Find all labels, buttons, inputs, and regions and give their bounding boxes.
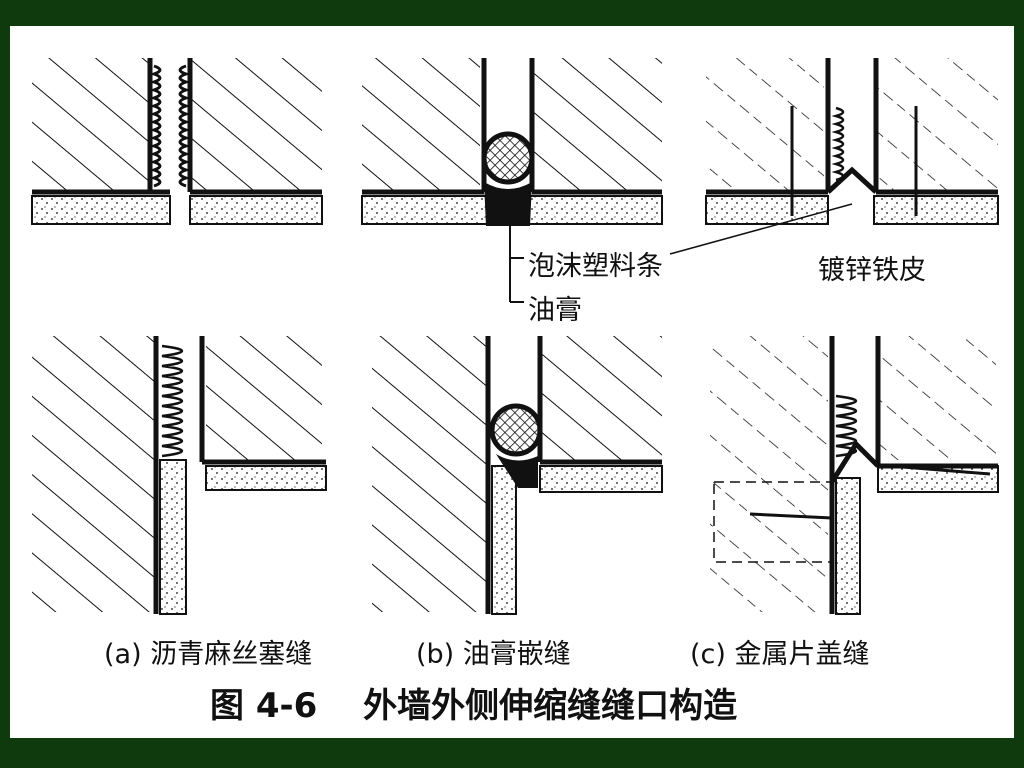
caption-b: (b) 油膏嵌缝 [416, 639, 571, 670]
galvanized-sheet-label: 镀锌铁皮 [818, 255, 926, 286]
detail-c-plan [669, 58, 999, 255]
expansion-joint-drawing [31, 58, 999, 615]
caption-a: (a) 沥青麻丝塞缝 [104, 639, 313, 670]
figure-title: 图 4-6 外墙外侧伸缩缝缝口构造 [210, 686, 738, 726]
detail-a-corner [32, 336, 327, 615]
detail-a-plan [31, 58, 323, 225]
caption-c: (c) 金属片盖缝 [690, 639, 870, 670]
detail-c-corner [710, 336, 999, 615]
slide: 泡沫塑料条 油膏 镀锌铁皮 (a) 沥青麻丝塞缝 (b) 油膏嵌缝 (c) 金属… [10, 26, 1014, 738]
detail-b-plan [361, 58, 663, 303]
mastic-label: 油膏 [528, 295, 582, 326]
foam-strip-label: 泡沫塑料条 [528, 251, 663, 282]
detail-b-corner [372, 336, 663, 615]
